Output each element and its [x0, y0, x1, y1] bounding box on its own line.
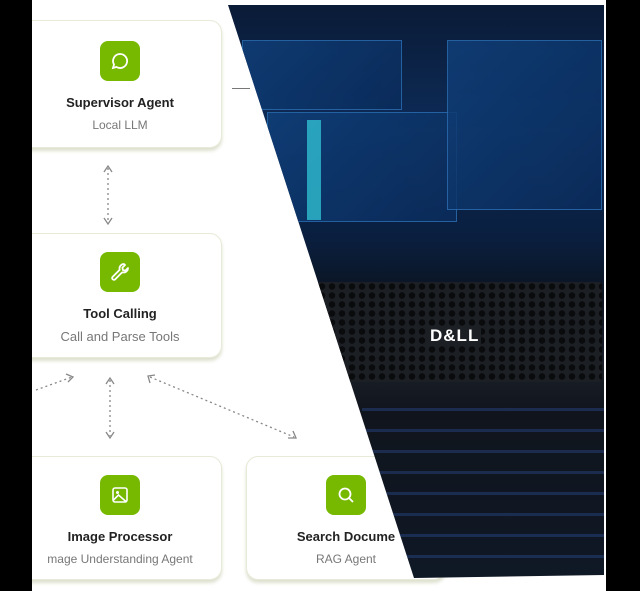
diagram-canvas: Supervisor Agent Local LLM Tool Calling …: [32, 0, 606, 591]
card-subtitle: mage Understanding Agent: [47, 552, 193, 566]
arrow-tool-search: [149, 376, 295, 438]
dell-logo: D&LL: [428, 326, 482, 346]
card-title: Image Processor: [67, 529, 173, 544]
connector-arrows: [35, 164, 297, 440]
card-image-processor[interactable]: Image Processor mage Understanding Agent: [32, 456, 222, 580]
card-tool-calling[interactable]: Tool Calling Call and Parse Tools: [32, 233, 222, 358]
search-icon: [326, 475, 366, 515]
card-subtitle: Call and Parse Tools: [60, 329, 180, 344]
card-supervisor-agent[interactable]: Supervisor Agent Local LLM: [32, 20, 222, 148]
screen-panel: [242, 40, 402, 110]
card-title: Tool Calling: [83, 306, 157, 321]
screen-panel: [447, 40, 602, 210]
card-subtitle: Local LLM: [92, 118, 148, 132]
arrow-left: [35, 376, 73, 391]
card-title: Search Docume: [296, 529, 396, 544]
image-icon: [100, 475, 140, 515]
divider-line: [232, 88, 250, 89]
card-title: Supervisor Agent: [66, 95, 174, 110]
glow-bar: [307, 120, 321, 220]
chat-bubble-icon: [100, 41, 140, 81]
screen-panel: [267, 112, 457, 222]
wrench-icon: [100, 252, 140, 292]
card-subtitle: RAG Agent: [315, 552, 377, 566]
